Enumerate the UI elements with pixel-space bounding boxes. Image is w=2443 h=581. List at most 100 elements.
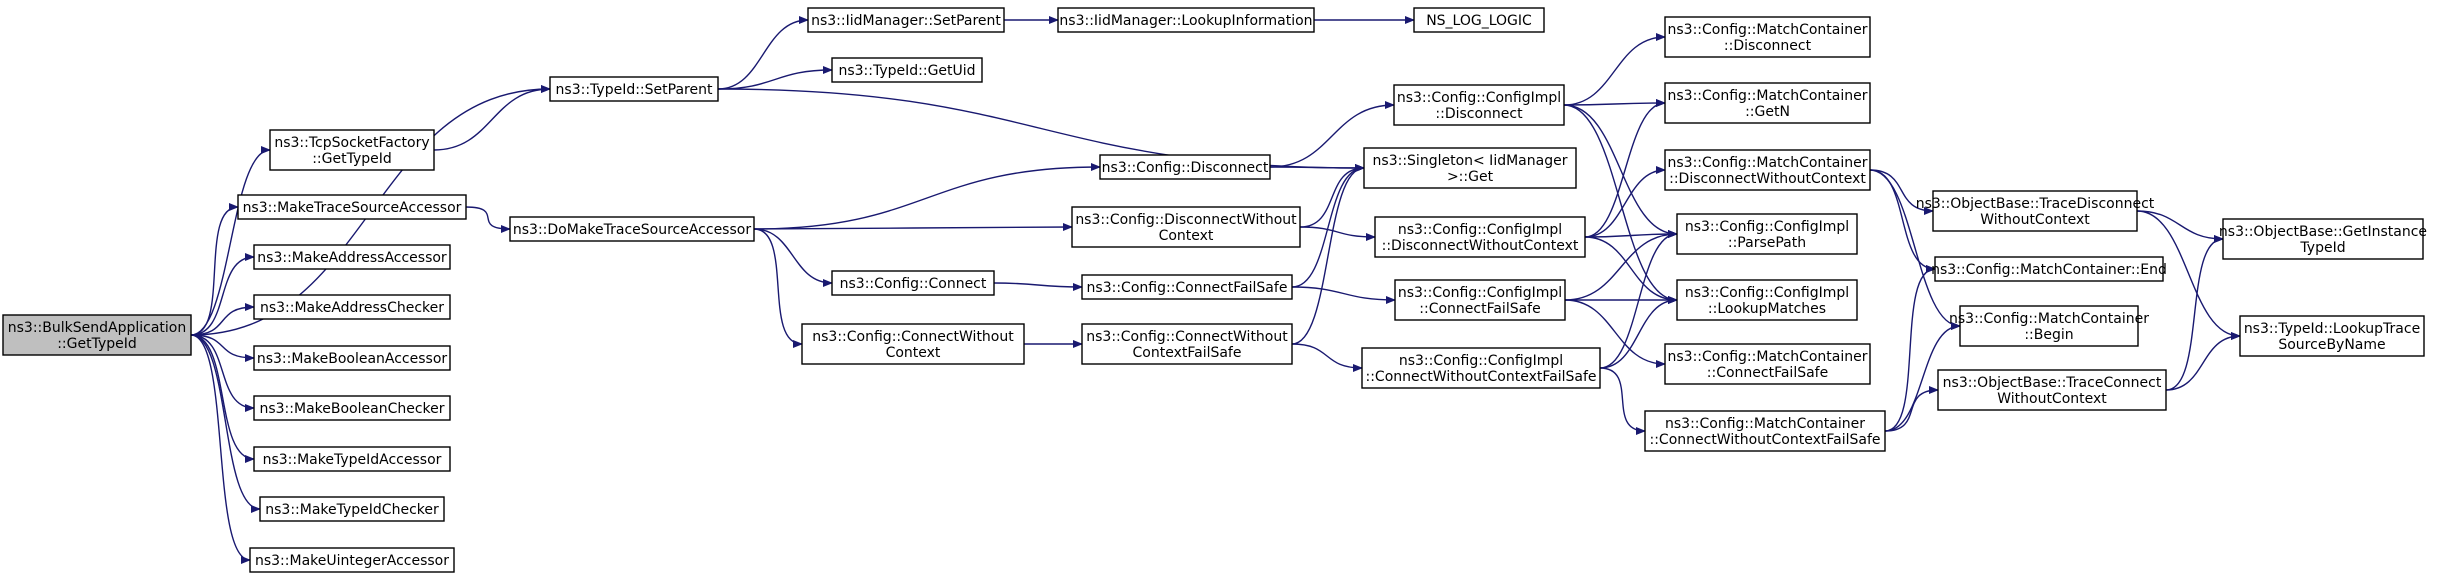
edge-setparent-to-iidsp: [717, 16, 809, 90]
node-mcend[interactable]: ns3::Config::MatchContainer::End: [1931, 256, 2167, 282]
node-cilookup[interactable]: ns3::Config::ConfigImpl::LookupMatches: [1676, 279, 1858, 321]
node-root[interactable]: ns3::BulkSendApplication::GetTypeId: [2, 314, 192, 356]
node-box: [1361, 347, 1601, 389]
node-label-line: ::ParsePath: [1728, 235, 1806, 251]
node-label-line: ns3::ObjectBase::GetInstance: [2219, 224, 2427, 240]
node-box: [831, 57, 983, 83]
node-mtia[interactable]: ns3::MakeTypeIdAccessor: [253, 446, 451, 472]
node-label-line: ns3::Config::ConnectWithout: [1086, 329, 1288, 345]
node-mccwcfs[interactable]: ns3::Config::MatchContainer::ConnectWith…: [1644, 410, 1886, 452]
node-lookupinfo[interactable]: ns3::IidManager::LookupInformation: [1057, 7, 1315, 33]
node-label-line: ::GetTypeId: [57, 336, 137, 352]
node-mccfs[interactable]: ns3::Config::MatchContainer::ConnectFail…: [1664, 343, 1871, 385]
node-ciparse[interactable]: ns3::Config::ConfigImpl::ParsePath: [1676, 213, 1858, 255]
node-label-line: ns3::TcpSocketFactory: [274, 135, 429, 151]
edge-cicwcfs-to-mccwcfs: [1599, 367, 1646, 435]
node-box: [509, 216, 755, 242]
node-box: [2, 314, 192, 356]
node-label-line: ns3::MakeTypeIdChecker: [265, 502, 439, 518]
node-label-line: ContextFailSafe: [1133, 345, 1242, 361]
node-label-line: ns3::TypeId::LookupTrace: [2244, 321, 2420, 337]
node-cconn[interactable]: ns3::Config::Connect: [831, 270, 995, 296]
node-box: [807, 7, 1005, 33]
node-label-line: ns3::Config::Disconnect: [1102, 160, 1269, 176]
node-mua[interactable]: ns3::MakeUintegerAccessor: [249, 547, 455, 573]
node-ciconnfs[interactable]: ns3::Config::ConfigImpl::ConnectFailSafe: [1394, 279, 1566, 321]
node-mbc[interactable]: ns3::MakeBooleanChecker: [253, 395, 451, 421]
edge-ciconnfs-to-mccfs: [1564, 299, 1666, 368]
node-mtsa[interactable]: ns3::MakeTraceSourceAccessor: [237, 194, 467, 220]
node-mac[interactable]: ns3::MakeAddressChecker: [253, 294, 451, 320]
edge-mcdwc-to-mcbegin: [1869, 169, 1961, 330]
node-iidsp[interactable]: ns3::IidManager::SetParent: [807, 7, 1005, 33]
node-label-line: ns3::MakeUintegerAccessor: [255, 553, 449, 569]
node-cicwcfs[interactable]: ns3::Config::ConfigImpl::ConnectWithoutC…: [1361, 347, 1601, 389]
node-box: [801, 323, 1025, 365]
node-label-line: ::GetTypeId: [312, 151, 392, 167]
edge-obtdwc-to-obgit: [2136, 210, 2224, 243]
node-mtic[interactable]: ns3::MakeTypeIdChecker: [259, 496, 445, 522]
node-singleton[interactable]: ns3::Singleton< IidManager >::Get: [1363, 147, 1577, 189]
node-label-line: ::ConnectFailSafe: [1419, 301, 1540, 317]
node-label-line: ::ConnectFailSafe: [1707, 365, 1828, 381]
edge-root-to-mba: [190, 334, 255, 362]
node-getuid[interactable]: ns3::TypeId::GetUid: [831, 57, 983, 83]
node-dmtsa[interactable]: ns3::DoMakeTraceSourceAccessor: [509, 216, 755, 242]
node-cidisc[interactable]: ns3::Config::ConfigImpl::Disconnect: [1393, 84, 1565, 126]
node-ccwc[interactable]: ns3::Config::ConnectWithoutContext: [801, 323, 1025, 365]
node-label-line: ns3::Config::ConnectWithout: [812, 329, 1014, 345]
edge-cdwc-to-singleton: [1299, 164, 1365, 228]
edge-ciconnfs-to-ciparse: [1564, 230, 1678, 301]
node-box: [1934, 256, 2164, 282]
edge-cdisc-to-singleton: [1269, 163, 1365, 172]
node-box: [259, 496, 445, 522]
node-mcdisc[interactable]: ns3::Config::MatchContainer::Disconnect: [1664, 16, 1871, 58]
node-box: [1413, 7, 1545, 33]
edge-setparent-to-getuid: [717, 66, 833, 90]
edge-cidwc-to-cilookup: [1584, 236, 1678, 304]
node-box: [237, 194, 467, 220]
node-box: [253, 345, 451, 371]
node-box: [253, 244, 451, 270]
node-box: [1937, 369, 2167, 411]
node-label-line: ns3::Config::MatchContainer::End: [1931, 262, 2167, 278]
node-label-line: ::GetN: [1745, 104, 1790, 120]
node-mcbegin[interactable]: ns3::Config::MatchContainer::Begin: [1949, 305, 2149, 347]
node-ccfs[interactable]: ns3::Config::ConnectFailSafe: [1081, 274, 1293, 300]
node-obtcwc[interactable]: ns3::ObjectBase::TraceConnectWithoutCont…: [1937, 369, 2167, 411]
node-mcgetn[interactable]: ns3::Config::MatchContainer::GetN: [1664, 82, 1871, 124]
node-obtdwc[interactable]: ns3::ObjectBase::TraceDisconnectWithoutC…: [1916, 190, 2155, 232]
node-label-line: ::Disconnect: [1435, 106, 1523, 122]
node-label-line: ns3::Config::Connect: [840, 276, 987, 292]
node-cdisc[interactable]: ns3::Config::Disconnect: [1099, 154, 1271, 180]
edge-cdisc-to-cidisc: [1269, 101, 1395, 168]
node-label-line: Context: [886, 345, 941, 361]
node-ccwcfs[interactable]: ns3::Config::ConnectWithoutContextFailSa…: [1081, 323, 1293, 365]
node-label-line: ns3::Config::MatchContainer: [1668, 349, 1868, 365]
node-maa[interactable]: ns3::MakeAddressAccessor: [253, 244, 451, 270]
node-box: [1959, 305, 2139, 347]
edge-ccfs-to-singleton: [1291, 164, 1365, 288]
node-label-line: ns3::Config::ConfigImpl: [1398, 222, 1562, 238]
edge-ccwcfs-to-cicwcfs: [1291, 343, 1363, 372]
node-nslog[interactable]: NS_LOG_LOGIC: [1413, 7, 1545, 33]
edge-cidisc-to-cilookup: [1563, 104, 1678, 304]
edge-obtcwc-to-obgit: [2165, 235, 2224, 391]
edge-tcpsf-to-setparent: [433, 85, 551, 151]
node-label-line: ns3::MakeTraceSourceAccessor: [243, 200, 462, 216]
node-label-line: ns3::IidManager::LookupInformation: [1059, 13, 1312, 29]
node-mcdwc[interactable]: ns3::Config::MatchContainer::DisconnectW…: [1664, 149, 1871, 191]
node-mba[interactable]: ns3::MakeBooleanAccessor: [253, 345, 451, 371]
node-box: [1057, 7, 1315, 33]
node-label-line: ns3::MakeAddressChecker: [260, 300, 444, 316]
node-setparent[interactable]: ns3::TypeId::SetParent: [549, 76, 719, 102]
node-label-line: ns3::Config::ConfigImpl: [1685, 285, 1849, 301]
node-cidwc[interactable]: ns3::Config::ConfigImpl::DisconnectWitho…: [1374, 216, 1586, 258]
node-tcpsf[interactable]: ns3::TcpSocketFactory::GetTypeId: [269, 129, 435, 171]
node-label-line: ns3::Config::MatchContainer: [1949, 311, 2149, 327]
node-cdwc[interactable]: ns3::Config::DisconnectWithoutContext: [1071, 206, 1301, 248]
node-box: [1676, 213, 1858, 255]
edge-mccwcfs-to-obtcwc: [1884, 386, 1939, 432]
